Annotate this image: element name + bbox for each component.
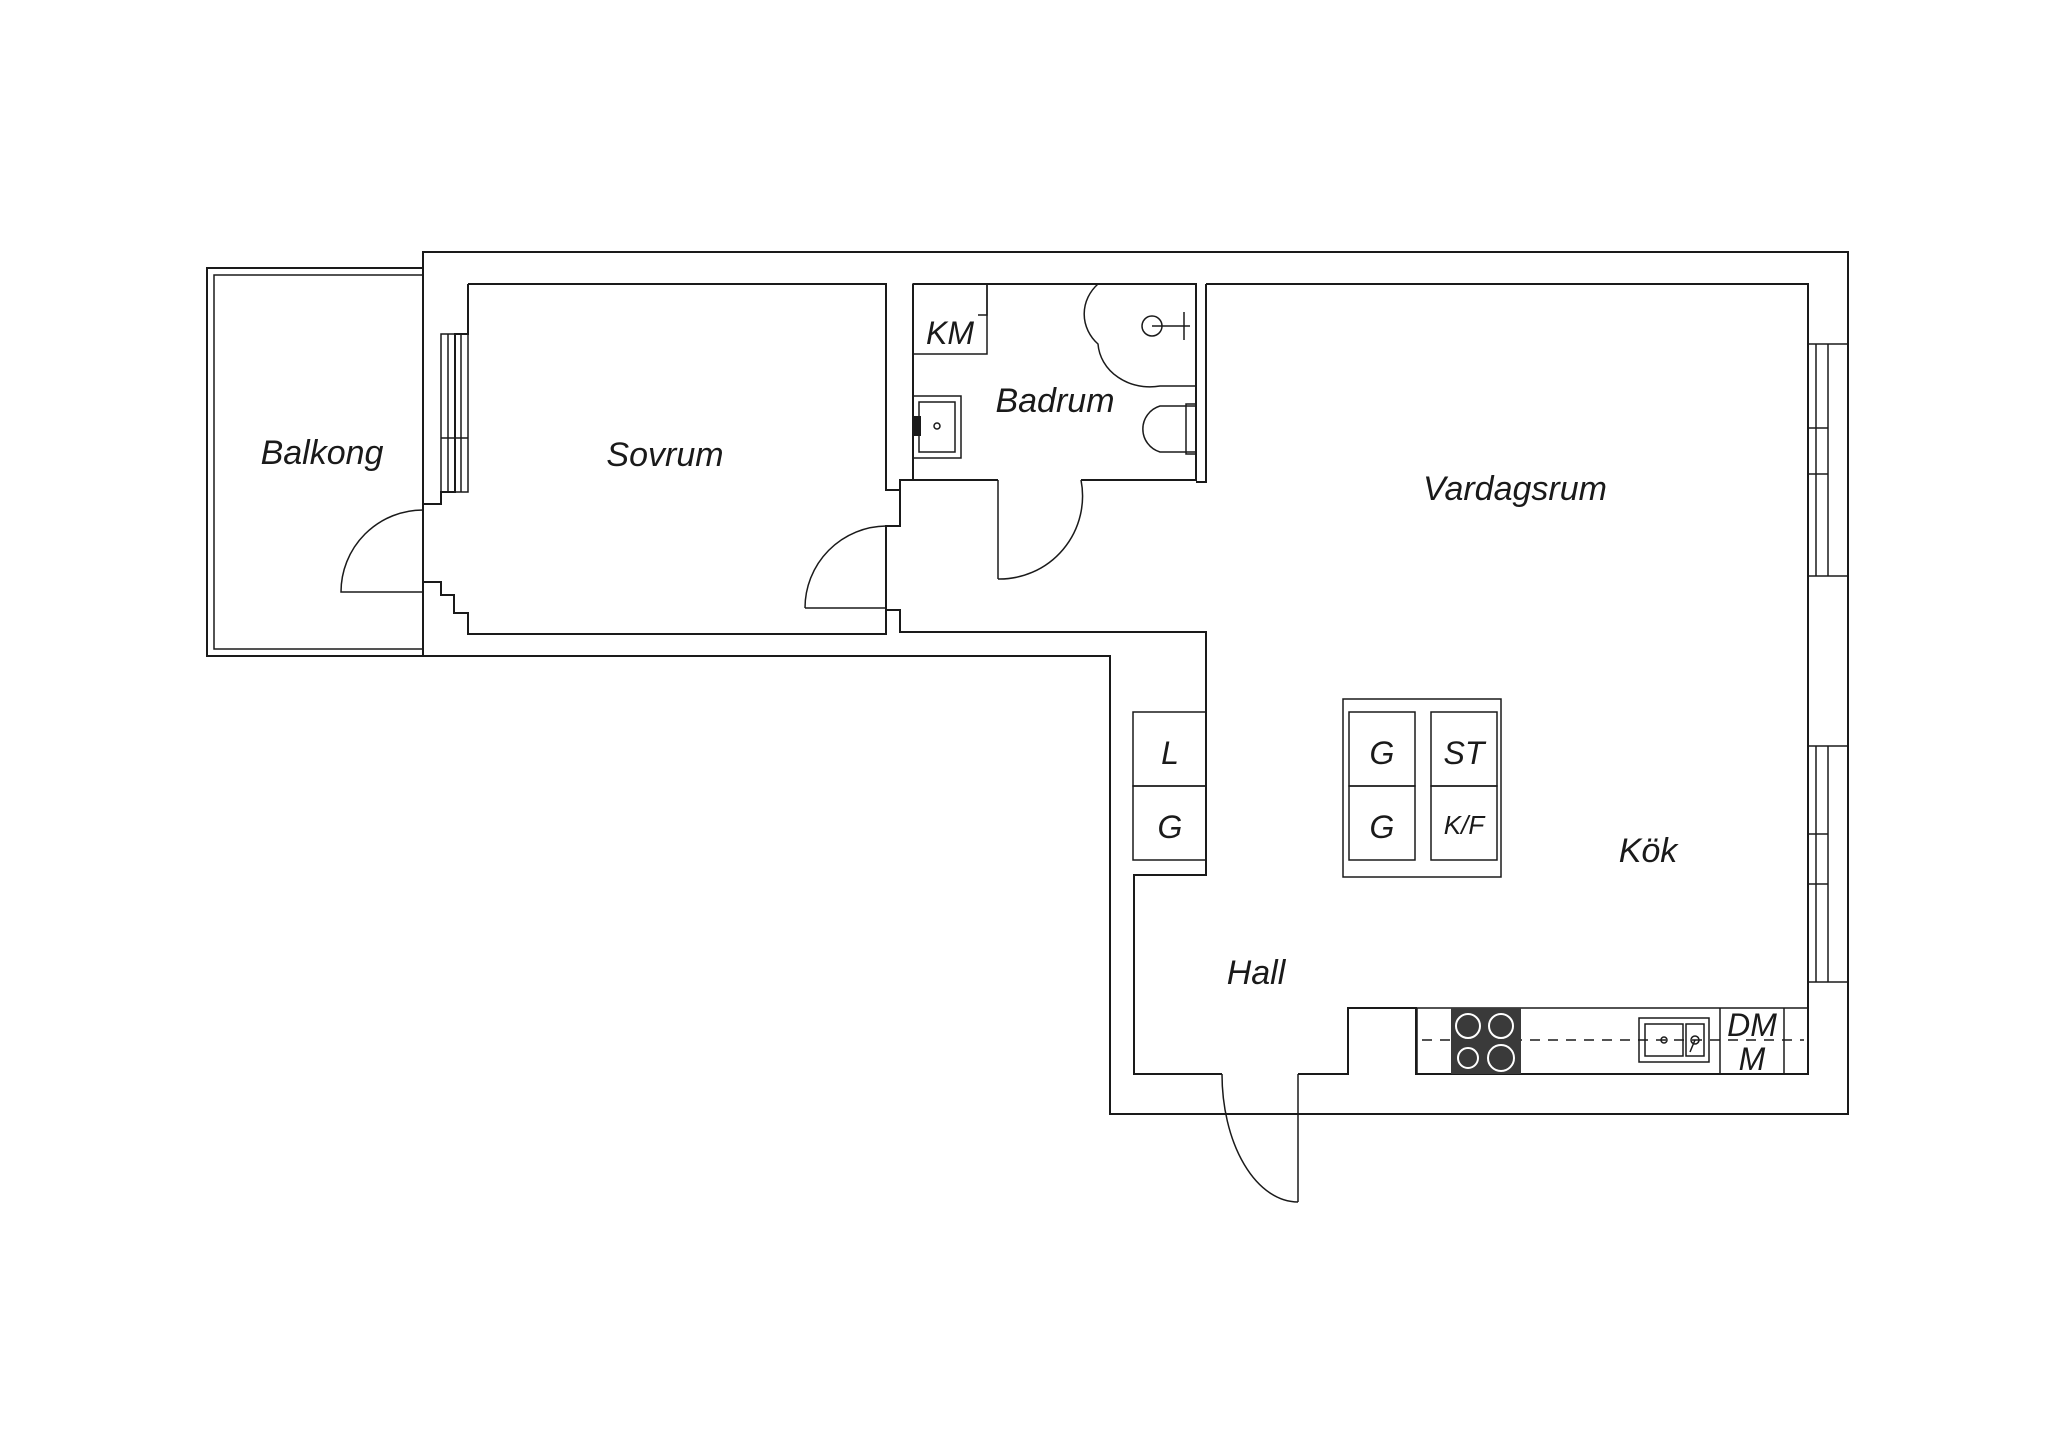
label-km: KM bbox=[926, 315, 974, 351]
shower bbox=[1083, 283, 1196, 388]
room-label-balkong: Balkong bbox=[261, 434, 384, 472]
room-label-vardagsrum: Vardagsrum bbox=[1423, 470, 1607, 508]
label-cabinet-st: ST bbox=[1444, 735, 1487, 771]
bedroom-door bbox=[804, 525, 887, 609]
label-wardrobe-l: L bbox=[1161, 735, 1179, 771]
entrance-door bbox=[1221, 1073, 1299, 1203]
toilet bbox=[1142, 403, 1197, 455]
label-wardrobe-g: G bbox=[1158, 809, 1183, 845]
label-m: M bbox=[1739, 1041, 1766, 1077]
balcony-door bbox=[340, 509, 424, 593]
kitchen-island bbox=[1342, 698, 1502, 878]
room-label-hall: Hall bbox=[1227, 954, 1287, 992]
bedroom-window bbox=[440, 333, 469, 493]
label-cabinet-g2: G bbox=[1370, 809, 1395, 845]
label-cabinet-kf: K/F bbox=[1444, 810, 1487, 840]
washing-machine bbox=[912, 283, 988, 355]
room-label-kok: Kök bbox=[1619, 832, 1680, 870]
room-label-badrum: Badrum bbox=[995, 382, 1114, 420]
hall-wardrobes bbox=[1132, 711, 1207, 861]
living-window-upper bbox=[1807, 343, 1849, 577]
label-dm: DM bbox=[1727, 1007, 1777, 1043]
outer-walls bbox=[422, 251, 1849, 1115]
bathroom-door bbox=[997, 479, 1084, 580]
kitchen-sink-icon bbox=[1638, 1017, 1710, 1063]
label-cabinet-g1: G bbox=[1370, 735, 1395, 771]
stove-icon bbox=[1451, 1008, 1521, 1074]
bathroom-sink bbox=[912, 395, 962, 459]
room-label-sovrum: Sovrum bbox=[606, 436, 723, 474]
living-window-lower bbox=[1807, 745, 1849, 983]
